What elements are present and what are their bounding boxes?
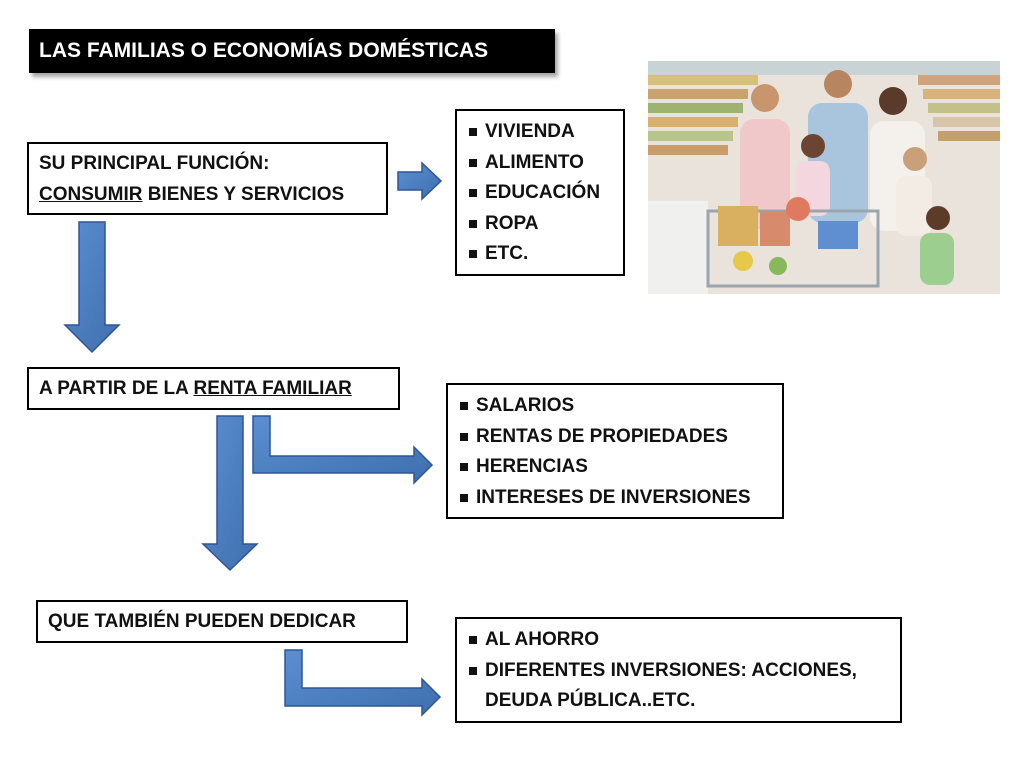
consume-word: CONSUMIR	[39, 184, 143, 205]
page-title: LAS FAMILIAS O ECONOMÍAS DOMÉSTICAS	[29, 29, 555, 73]
income-box: A PARTIR DE LA RENTA FAMILIAR	[27, 367, 400, 410]
list-item: RENTAS DE PROPIEDADES	[456, 422, 774, 453]
family-shopping-photo	[648, 61, 1000, 294]
function-box: SU PRINCIPAL FUNCIÓN: CONSUMIR BIENES Y …	[27, 142, 388, 215]
list-item: ETC.	[465, 239, 615, 270]
list-item: VIVIENDA	[465, 117, 615, 148]
income-underlined: RENTA FAMILIAR	[193, 378, 352, 399]
dedicate-list-box: AL AHORRO DIFERENTES INVERSIONES: ACCION…	[455, 617, 902, 723]
bent-arrow-icon	[252, 415, 434, 485]
function-line2: CONSUMIR BIENES Y SERVICIOS	[39, 179, 376, 210]
dedicate-list: AL AHORRO DIFERENTES INVERSIONES: ACCION…	[465, 625, 892, 717]
income-prefix: A PARTIR DE LA	[39, 378, 194, 399]
function-line1: SU PRINCIPAL FUNCIÓN:	[39, 153, 270, 174]
list-item: AL AHORRO	[465, 625, 892, 656]
list-item: ROPA	[465, 209, 615, 240]
list-item: ALIMENTO	[465, 148, 615, 179]
arrow-down-icon	[201, 415, 259, 572]
arrow-down-icon	[63, 221, 121, 354]
function-line2-rest: BIENES Y SERVICIOS	[142, 184, 345, 205]
list-item: EDUCACIÓN	[465, 178, 615, 209]
arrow-right-icon	[397, 161, 443, 201]
bent-arrow-icon	[284, 649, 442, 717]
list-item: HERENCIAS	[456, 452, 774, 483]
list-item: SALARIOS	[456, 391, 774, 422]
income-list-box: SALARIOS RENTAS DE PROPIEDADES HERENCIAS…	[446, 383, 784, 519]
consumption-list-box: VIVIENDA ALIMENTO EDUCACIÓN ROPA ETC.	[455, 109, 625, 276]
list-item: DIFERENTES INVERSIONES: ACCIONES, DEUDA …	[465, 656, 885, 717]
dedicate-box: QUE TAMBIÉN PUEDEN DEDICAR	[36, 600, 408, 643]
consumption-list: VIVIENDA ALIMENTO EDUCACIÓN ROPA ETC.	[465, 117, 615, 270]
income-list: SALARIOS RENTAS DE PROPIEDADES HERENCIAS…	[456, 391, 774, 513]
list-item: INTERESES DE INVERSIONES	[456, 483, 774, 514]
